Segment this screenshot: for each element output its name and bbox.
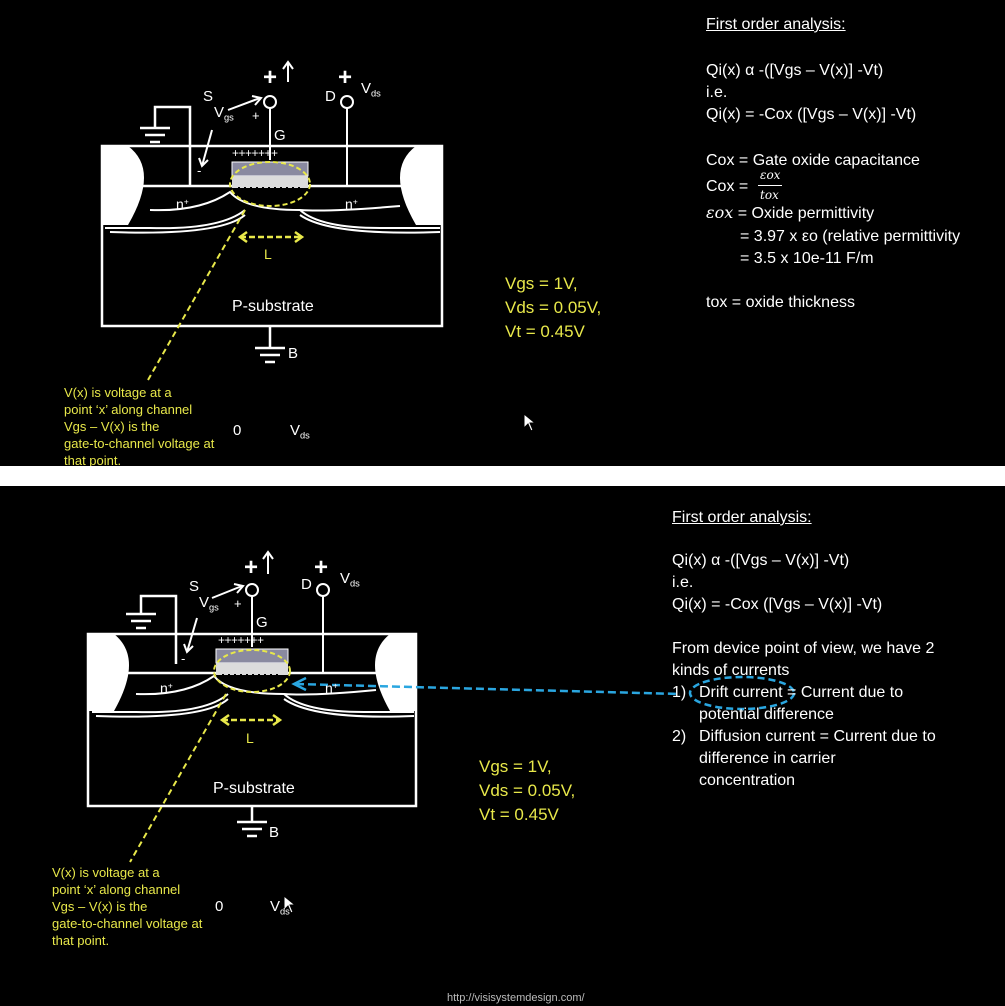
device-pov-line-2: kinds of currents — [672, 662, 790, 679]
substrate-label: P-substrate — [213, 780, 295, 797]
drain-plus-label: + — [338, 64, 353, 91]
vgs-plus-label: + — [252, 108, 260, 123]
drain-label: D — [301, 576, 312, 593]
n-plus-source: n+ — [160, 680, 173, 696]
cond-vds: Vds = 0.05V, — [505, 298, 602, 317]
source-url: http://visisystemdesign.com/ — [447, 992, 585, 1004]
note-line-4: gate-to-channel voltage at — [52, 916, 203, 931]
eox-definition: εox = Oxide permittivity — [706, 203, 875, 222]
item2-line-2: difference in carrier — [699, 750, 836, 767]
eq-proportional: Qi(x) α -([Vgs – V(x)] -Vt) — [706, 62, 884, 79]
vgs-minus-label: - — [197, 163, 202, 178]
cond-vds: Vds = 0.05V, — [479, 781, 576, 800]
ie-text: i.e. — [706, 84, 728, 101]
mosfet-diagram-top — [100, 60, 537, 432]
note-line-3: Vgs – V(x) is the — [52, 899, 148, 914]
note-line-5: that point. — [64, 453, 122, 466]
channel-length-label: L — [246, 730, 254, 746]
fraction-bar — [758, 185, 782, 186]
axis-vds-label: Vds — [270, 898, 290, 917]
body-label: B — [288, 345, 299, 362]
gate-label: G — [274, 127, 286, 144]
analysis-heading: First order analysis: — [672, 509, 812, 526]
drain-plus-label: + — [314, 554, 329, 581]
axis-zero-label: 0 — [215, 898, 224, 915]
gate-charges: +++++++ — [232, 146, 278, 160]
gate-charges: +++++++ — [218, 633, 264, 647]
cond-vgs: Vgs = 1V, — [479, 757, 552, 776]
cox-formula-lhs: Cox = — [706, 178, 749, 195]
n-plus-drain: n+ — [345, 196, 358, 212]
gate-label: G — [256, 614, 268, 631]
eq-proportional: Qi(x) α -([Vgs – V(x)] -Vt) — [672, 552, 850, 569]
cursor-icon — [283, 894, 297, 914]
eox-value-2: = 3.5 x 10e-11 F/m — [740, 250, 874, 267]
slide-top: S Vgs + - + G +++++++ D + Vds n+ n+ L P-… — [0, 0, 1005, 466]
analysis-heading: First order analysis: — [706, 16, 846, 33]
item1-line-2: potential difference — [699, 706, 834, 723]
item1-text: Drift current = Current due to — [699, 684, 904, 701]
item2-number: 2) — [672, 728, 687, 745]
cox-denominator: tox — [760, 188, 779, 202]
note-line-5: that point. — [52, 933, 110, 948]
source-label: S — [189, 578, 200, 595]
vgs-minus-label: - — [181, 651, 186, 666]
item1-number: 1) — [672, 684, 687, 701]
eq-charge: Qi(x) = -Cox ([Vgs – V(x)] -Vt) — [706, 106, 917, 123]
cond-vgs: Vgs = 1V, — [505, 274, 578, 293]
axis-vds-label: Vds — [290, 422, 310, 441]
cox-numerator: εox — [760, 168, 781, 182]
drift-current-term: Drift current — [699, 684, 783, 701]
substrate-label: P-substrate — [232, 298, 314, 315]
n-plus-drain: n+ — [325, 680, 338, 696]
cond-vt: Vt = 0.45V — [505, 322, 585, 341]
vds-label: Vds — [361, 80, 381, 99]
vgs-label: Vgs — [199, 594, 219, 613]
note-line-2: point ‘x’ along channel — [52, 882, 181, 897]
drift-pointer-arrow — [295, 682, 681, 696]
item2-line-3: concentration — [699, 772, 796, 789]
note-line-1: V(x) is voltage at a — [52, 865, 160, 880]
note-line-3: Vgs – V(x) is the — [64, 419, 160, 434]
gate-plus-label: + — [244, 554, 259, 581]
slide-bottom: S Vgs + - + G +++++++ D + Vds n+ n+ L P-… — [0, 486, 1005, 1006]
cursor-icon — [523, 412, 537, 432]
eq-charge: Qi(x) = -Cox ([Vgs – V(x)] -Vt) — [672, 596, 883, 613]
item2-line-1: Diffusion current = Current due to — [699, 728, 936, 745]
note-line-2: point ‘x’ along channel — [64, 402, 193, 417]
tox-definition: tox = oxide thickness — [706, 294, 855, 311]
note-line-4: gate-to-channel voltage at — [64, 436, 215, 451]
mosfet-diagram-bottom — [86, 550, 796, 914]
body-label: B — [269, 824, 280, 841]
channel-length-label: L — [264, 246, 272, 262]
n-plus-source: n+ — [176, 196, 189, 212]
gate-plus-label: + — [263, 64, 278, 91]
cox-definition: Cox = Gate oxide capacitance — [706, 152, 920, 169]
vgs-label: Vgs — [214, 104, 234, 123]
note-line-1: V(x) is voltage at a — [64, 385, 172, 400]
eox-value-1: = 3.97 x εo (relative permittivity — [740, 228, 961, 245]
device-pov-line-1: From device point of view, we have 2 — [672, 640, 935, 657]
cond-vt: Vt = 0.45V — [479, 805, 559, 824]
drain-label: D — [325, 88, 336, 105]
axis-zero-label: 0 — [233, 422, 242, 439]
source-label: S — [203, 88, 214, 105]
drift-highlight-ellipse — [688, 675, 796, 711]
vds-label: Vds — [340, 570, 360, 589]
ie-text: i.e. — [672, 574, 694, 591]
vgs-plus-label: + — [234, 596, 242, 611]
